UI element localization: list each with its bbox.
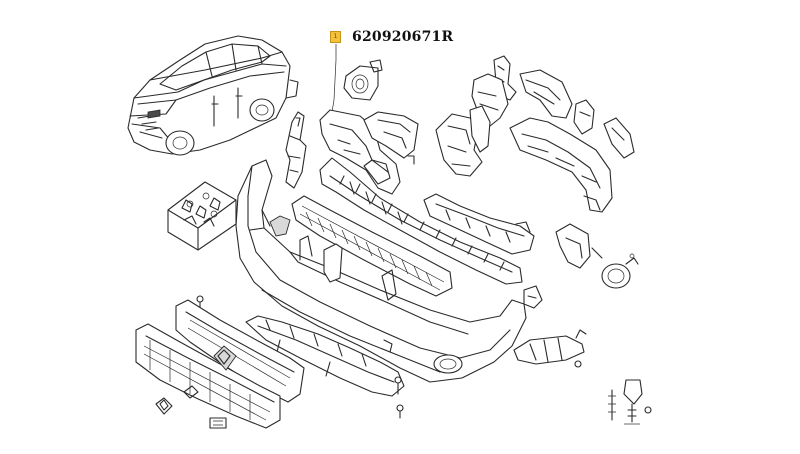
large-right-bracket bbox=[509, 117, 613, 213]
side-guide-bracket bbox=[435, 105, 491, 177]
renault-logo-icon bbox=[213, 345, 237, 371]
front-grille bbox=[135, 299, 305, 429]
emblem-loose bbox=[155, 385, 227, 429]
lower-grille-mesh bbox=[291, 195, 453, 297]
callout-leader-line bbox=[331, 44, 337, 113]
right-corner-reflector bbox=[513, 329, 587, 368]
bumper-reinforcement-beam bbox=[319, 157, 523, 285]
right-upper-mount bbox=[471, 55, 595, 135]
side-bracket-left bbox=[285, 111, 307, 189]
bumper-corner-mount bbox=[523, 285, 543, 309]
center-bracket bbox=[363, 111, 419, 165]
far-right-clips bbox=[555, 117, 635, 269]
fog-lamp-ring-right bbox=[601, 253, 639, 289]
part-number-label: 620920671R bbox=[352, 29, 454, 45]
upper-absorber bbox=[319, 109, 401, 195]
clip-icon bbox=[608, 379, 652, 425]
fastener-kit-box bbox=[167, 181, 237, 251]
screw-icon bbox=[196, 295, 404, 419]
fog-lamp-bracket bbox=[343, 59, 383, 101]
callout-marker: 1 bbox=[330, 31, 341, 43]
vehicle-thumbnail-icon bbox=[127, 35, 299, 156]
right-absorber-bracket bbox=[423, 193, 535, 255]
